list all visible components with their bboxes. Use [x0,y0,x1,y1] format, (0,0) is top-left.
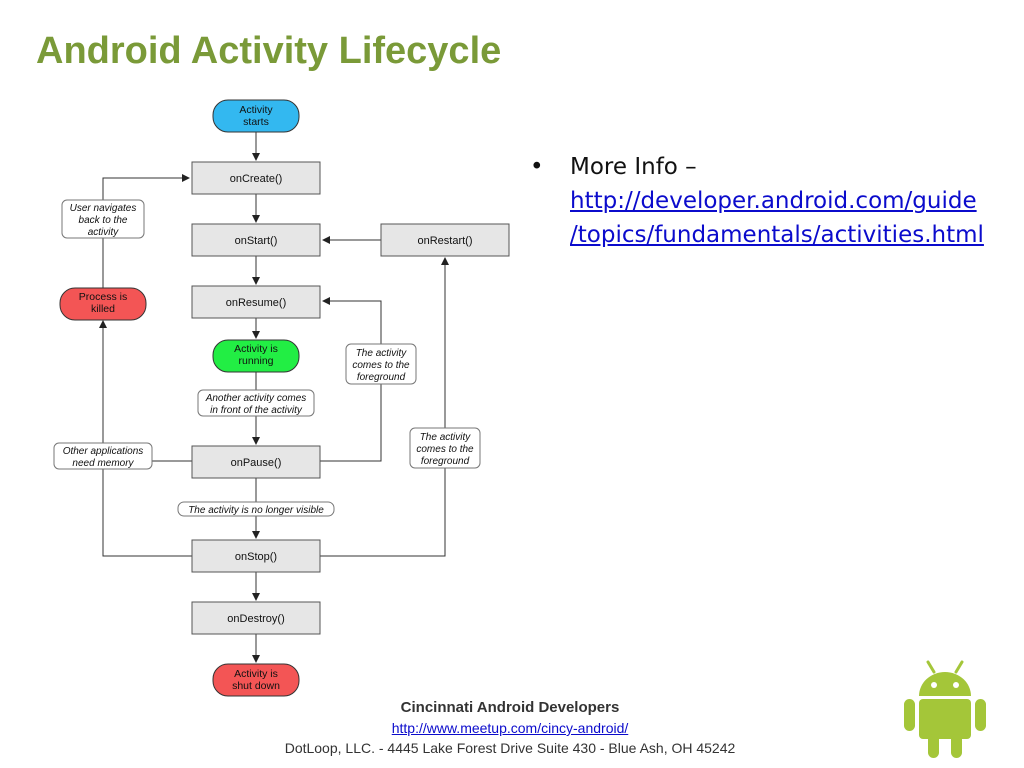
note-line: comes to the [352,360,410,371]
note-line: The activity [420,432,472,443]
note-another-activity: Another activity comes in front of the a… [197,389,315,417]
note-line: Another activity comes [205,393,307,404]
bullet-glyph: • [530,154,544,180]
note-line: activity [88,227,120,238]
android-eye-right [953,682,959,688]
android-robot-icon [904,660,986,758]
start-pill [212,99,300,133]
android-eye-left [931,682,937,688]
footer-meetup-link[interactable]: http://www.meetup.com/cincy-android/ [391,720,629,736]
note-line: need memory [72,458,134,469]
node-activity-running: Activity is running [212,339,300,373]
end-pill [212,663,300,697]
docs-link-line-2[interactable]: /topics/fundamentals/activities.html [570,222,984,248]
node-activity-shut-down: Activity is shut down [212,663,300,697]
note-no-longer-visible: The activity is no longer visible [177,501,335,517]
pill-label-line: Activity is [234,343,278,355]
note-line: The activity is no longer visible [188,505,324,516]
android-robot-body [904,660,986,758]
method-label: onResume() [226,297,287,309]
note-activity-comes-to-foreground-2: The activity comes to the foreground [409,427,481,469]
pill-label-line: killed [91,303,115,315]
note-line: in front of the activity [210,405,303,416]
footer-address: DotLoop, LLC. - 4445 Lake Forest Drive S… [284,740,736,756]
killed-pill [59,287,147,321]
note-line: foreground [357,372,406,383]
method-label: onRestart() [417,235,472,247]
note-other-applications-memory: Other applications need memory [53,442,153,470]
footer-org: Cincinnati Android Developers [400,699,620,716]
note-line: The activity [356,348,408,359]
note-line: User navigates [70,203,137,214]
method-label: onCreate() [230,173,283,185]
method-label: onPause() [231,457,282,469]
node-on-destroy: onDestroy() [191,601,321,635]
node-activity-starts: Activity starts [212,99,300,133]
pill-label-line: shut down [232,680,280,692]
note-line: foreground [421,456,470,467]
note-line: comes to the [416,444,474,455]
pill-label-line: Activity [239,104,273,116]
running-pill [212,339,300,373]
note-activity-comes-to-foreground: The activity comes to the foreground [345,343,417,385]
method-label: onStart() [235,235,278,247]
pill-label-line: Activity is [234,668,278,680]
node-on-start: onStart() [191,223,321,257]
method-label: onStop() [235,551,277,563]
pill-label-line: running [238,355,273,367]
footer: Cincinnati Android Developers http://www… [240,698,780,758]
method-label: onDestroy() [227,613,284,625]
lifecycle-diagram: Activity starts Activity is running Acti… [53,99,510,697]
more-info-label: More Info – [570,154,697,180]
pill-label-line: Process is [79,291,127,303]
node-on-create: onCreate() [191,161,321,195]
more-info-text: More Info – http://developer.android.com… [570,150,1010,252]
page-title: Android Activity Lifecycle [36,30,502,72]
more-info-bullet: • More Info – http://developer.android.c… [530,150,1010,252]
node-process-killed: Process is killed [59,287,147,321]
pill-label-line: starts [243,116,269,128]
node-on-stop: onStop() [191,539,321,573]
node-on-pause: onPause() [191,445,321,479]
node-on-resume: onResume() [191,285,321,319]
note-line: back to the [79,215,128,226]
node-on-restart: onRestart() [380,223,510,257]
note-user-navigates-back: User navigates back to the activity [61,199,145,239]
docs-link-line-1[interactable]: http://developer.android.com/guide [570,188,977,214]
note-line: Other applications [63,446,144,457]
